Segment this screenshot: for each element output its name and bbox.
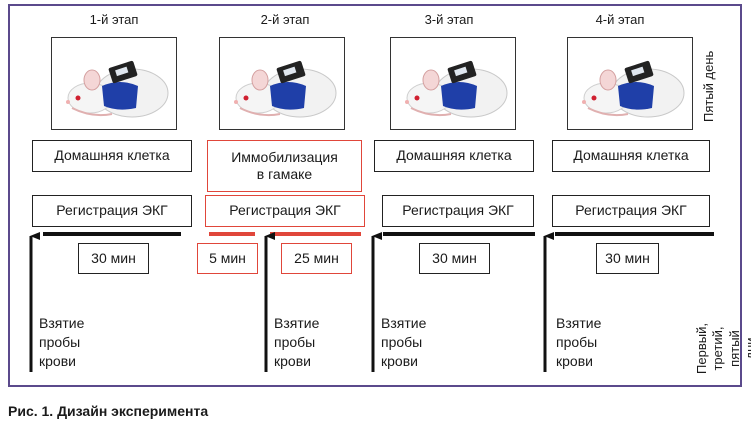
context-box-stage-2: Иммобилизация в гамаке xyxy=(207,140,362,192)
figure-caption: Рис. 1. Дизайн эксперимента xyxy=(8,403,209,419)
blood-sample-note-2: Взятие пробы крови xyxy=(274,315,320,369)
stage-4-label: 4-й этап xyxy=(595,12,645,27)
duration-stage-2b: 25 мин xyxy=(281,243,352,274)
rat-photo-stage-3 xyxy=(390,37,516,130)
blood-sample-note-1: Взятие пробы крови xyxy=(39,315,85,369)
blood-sample-note-3: Взятие пробы крови xyxy=(381,315,427,369)
ecg-box-stage-2: Регистрация ЭКГ xyxy=(205,195,365,227)
duration-stage-4: 30 мин xyxy=(596,243,659,274)
stage-2-label: 2-й этап xyxy=(260,12,310,27)
rat-photo-stage-4 xyxy=(567,37,693,130)
duration-stage-1: 30 мин xyxy=(78,243,149,274)
stage-1-label: 1-й этап xyxy=(89,12,139,27)
rat-photo-stage-2 xyxy=(219,37,345,130)
context-box-stage-1: Домашняя клетка xyxy=(32,140,192,172)
ecg-box-stage-1: Регистрация ЭКГ xyxy=(32,195,192,227)
diagram-frame xyxy=(8,4,742,387)
duration-stage-2a: 5 мин xyxy=(197,243,258,274)
blood-sample-note-4: Взятие пробы крови xyxy=(556,315,602,369)
ecg-box-stage-4: Регистрация ЭКГ xyxy=(552,195,710,227)
duration-stage-3: 30 мин xyxy=(419,243,490,274)
context-box-stage-3: Домашняя клетка xyxy=(374,140,534,172)
context-box-stage-4: Домашняя клетка xyxy=(552,140,710,172)
ecg-box-stage-3: Регистрация ЭКГ xyxy=(382,195,534,227)
rat-photo-stage-1 xyxy=(51,37,177,130)
stage-3-label: 3-й этап xyxy=(424,12,474,27)
